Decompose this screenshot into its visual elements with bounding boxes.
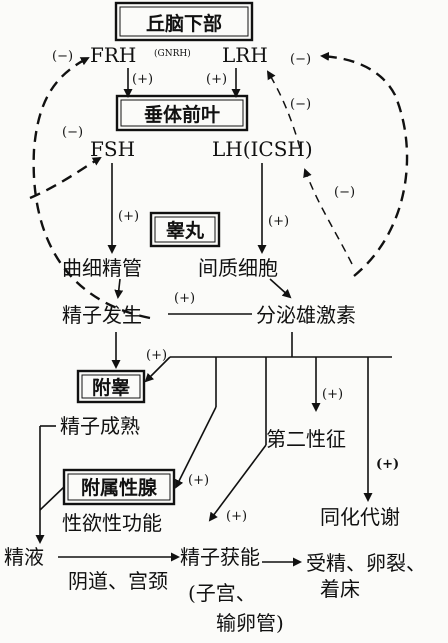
- sexual-function-label: 性欲性功能: [62, 511, 162, 535]
- plus-sign-lh: (+): [268, 214, 289, 229]
- accessory-glands-label: 附属性腺: [81, 476, 158, 499]
- fertilization-label-1: 受精、卵裂、: [306, 551, 426, 575]
- uterus-oviduct-label-2: 输卵管): [216, 611, 284, 635]
- androgen-secretion-label: 分泌雄激素: [256, 303, 356, 327]
- plus-sign-fsh: (+): [118, 209, 139, 224]
- uterus-oviduct-label-1: (子宫、: [188, 581, 256, 605]
- fertilization-label-2: 着床: [320, 577, 360, 601]
- fsh-label: FSH: [90, 137, 135, 161]
- plus-sign-frh: (+): [132, 72, 153, 87]
- epididymis-box: 附睾: [76, 369, 146, 404]
- gnrh-label: (GNRH): [154, 48, 191, 59]
- epididymis-label: 附睾: [92, 376, 130, 399]
- interstitial-cell-label: 间质细胞: [198, 256, 278, 280]
- seminiferous-tubule-label: 曲细精管: [62, 256, 142, 280]
- minus-sign-lrh: (−): [290, 52, 311, 67]
- accessory-glands-box: 附属性腺: [62, 468, 176, 506]
- lrh-label: LRH: [222, 43, 268, 67]
- frh-label: FRH: [90, 43, 136, 67]
- spermatogenesis-label: 精子发生: [62, 303, 142, 327]
- semen-label: 精液: [4, 545, 44, 569]
- lh-icsh-label: LH(ICSH): [212, 137, 313, 161]
- anterior-pituitary-box: 垂体前叶: [115, 94, 249, 132]
- vagina-cervix-label: 阴道、宫颈: [68, 569, 168, 593]
- solid-connectors: [35, 68, 392, 567]
- plus-sign-epididymis: (+): [146, 348, 167, 363]
- minus-sign-lh: (−): [334, 185, 355, 200]
- feedback-loops: [29, 51, 409, 320]
- minus-sign-fsh: (−): [62, 125, 83, 140]
- plus-sign-anabolism: (+): [376, 457, 399, 472]
- testis-box: 睾丸: [149, 211, 221, 248]
- secondary-sex-label: 第二性征: [266, 427, 346, 451]
- plus-sign-spermatogenesis: (+): [174, 291, 195, 306]
- minus-sign-lrh-inner: (−): [290, 97, 311, 112]
- capacitation-label: 精子获能: [180, 545, 260, 569]
- minus-sign-frh-outer: (−): [52, 49, 73, 64]
- sperm-maturation-label: 精子成熟: [60, 414, 140, 438]
- plus-sign-sexual-function: (+): [226, 509, 247, 524]
- testis-label: 睾丸: [166, 219, 205, 242]
- anterior-pituitary-label: 垂体前叶: [144, 103, 220, 126]
- plus-sign-lrh: (+): [206, 72, 227, 87]
- hypothalamus-label: 丘脑下部: [146, 12, 222, 35]
- plus-sign-accessory: (+): [188, 473, 209, 488]
- anabolism-label: 同化代谢: [320, 505, 400, 529]
- plus-sign-secondary-sex: (+): [322, 387, 343, 402]
- hypothalamus-box: 丘脑下部: [114, 1, 254, 42]
